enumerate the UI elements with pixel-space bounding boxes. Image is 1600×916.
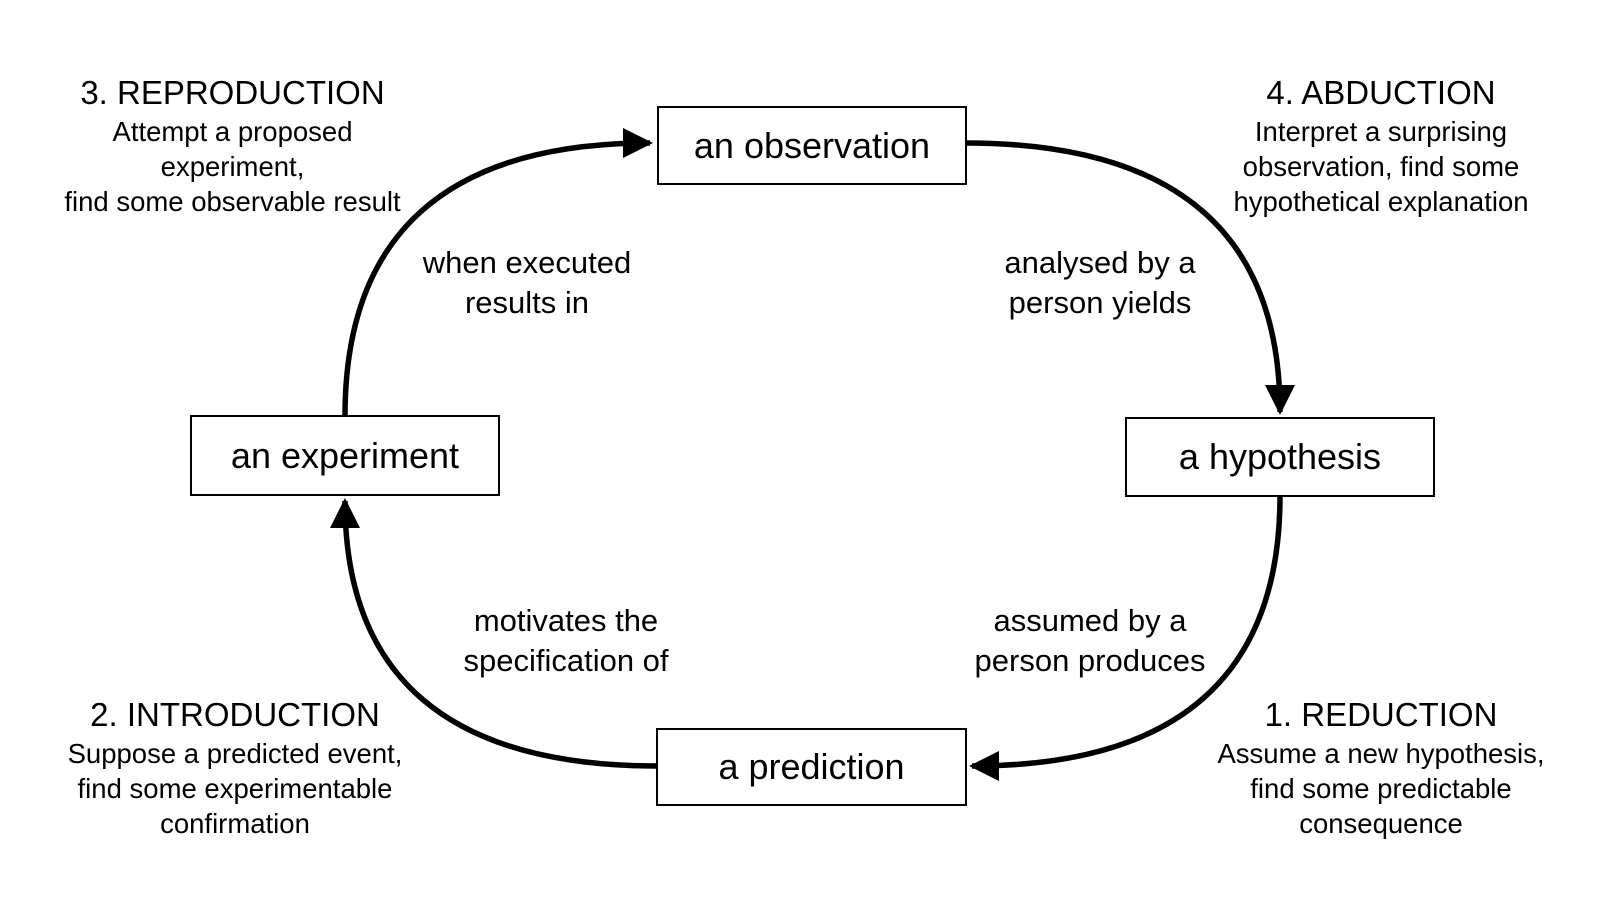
edge-label-line: analysed by a <box>1004 245 1196 280</box>
node-an-experiment-label: an experiment <box>230 434 460 476</box>
edge-label-motivates-specification: motivates the specification of <box>396 601 736 681</box>
node-an-observation-label: an observation <box>693 124 931 166</box>
node-a-prediction: a prediction <box>656 728 967 806</box>
annotation-line: Assume a new hypothesis, <box>1217 738 1545 769</box>
arrow-prediction-to-experiment <box>330 498 658 769</box>
edge-label-line: person produces <box>974 643 1206 678</box>
edge-label-when-executed: when executed results in <box>357 243 697 323</box>
edge-label-line: when executed <box>422 245 632 280</box>
annotation-line: consequence <box>1299 808 1463 839</box>
annotation-line: find some experimentable <box>77 773 393 804</box>
edge-label-line: assumed by a <box>993 603 1187 638</box>
edge-label-line: results in <box>464 285 590 320</box>
annotation-reproduction-title: 3. REPRODUCTION <box>80 74 385 111</box>
annotation-line: observation, find some <box>1242 151 1520 182</box>
edge-label-line: person yields <box>1008 285 1192 320</box>
node-a-prediction-label: a prediction <box>718 746 905 787</box>
annotation-line: confirmation <box>160 808 310 839</box>
node-an-observation: an observation <box>657 106 967 185</box>
annotation-reduction-title: 1. REDUCTION <box>1264 696 1498 733</box>
annotation-line: hypothetical explanation <box>1233 186 1529 217</box>
annotation-reproduction: 3. REPRODUCTION Attempt a proposed exper… <box>35 72 430 219</box>
annotation-introduction-title: 2. INTRODUCTION <box>90 696 380 733</box>
annotation-line: find some predictable <box>1250 773 1512 804</box>
annotation-introduction: 2. INTRODUCTION Suppose a predicted even… <box>40 694 430 841</box>
annotation-line: find some observable result <box>64 186 401 217</box>
edge-label-analysed-by-a-person: analysed by a person yields <box>930 243 1270 323</box>
annotation-abduction: 4. ABDUCTION Interpret a surprising obse… <box>1205 72 1557 219</box>
annotation-line: Attempt a proposed <box>112 116 353 147</box>
node-a-hypothesis-label: a hypothesis <box>1178 436 1382 477</box>
annotation-line: Suppose a predicted event, <box>67 738 403 769</box>
edge-label-assumed-by-a-person: assumed by a person produces <box>920 601 1260 681</box>
node-a-hypothesis: a hypothesis <box>1125 417 1435 497</box>
annotation-line: Interpret a surprising <box>1254 116 1508 147</box>
node-an-experiment: an experiment <box>190 415 500 496</box>
arrow-hypothesis-to-prediction <box>969 495 1283 781</box>
annotation-reduction: 1. REDUCTION Assume a new hypothesis, fi… <box>1200 694 1562 841</box>
arrow-observation-to-hypothesis <box>965 140 1295 415</box>
edge-label-line: specification of <box>463 643 669 678</box>
annotation-abduction-title: 4. ABDUCTION <box>1266 74 1496 111</box>
edge-label-line: motivates the <box>473 603 659 638</box>
arrow-experiment-to-observation <box>342 128 653 417</box>
annotation-line: experiment, <box>160 151 305 182</box>
